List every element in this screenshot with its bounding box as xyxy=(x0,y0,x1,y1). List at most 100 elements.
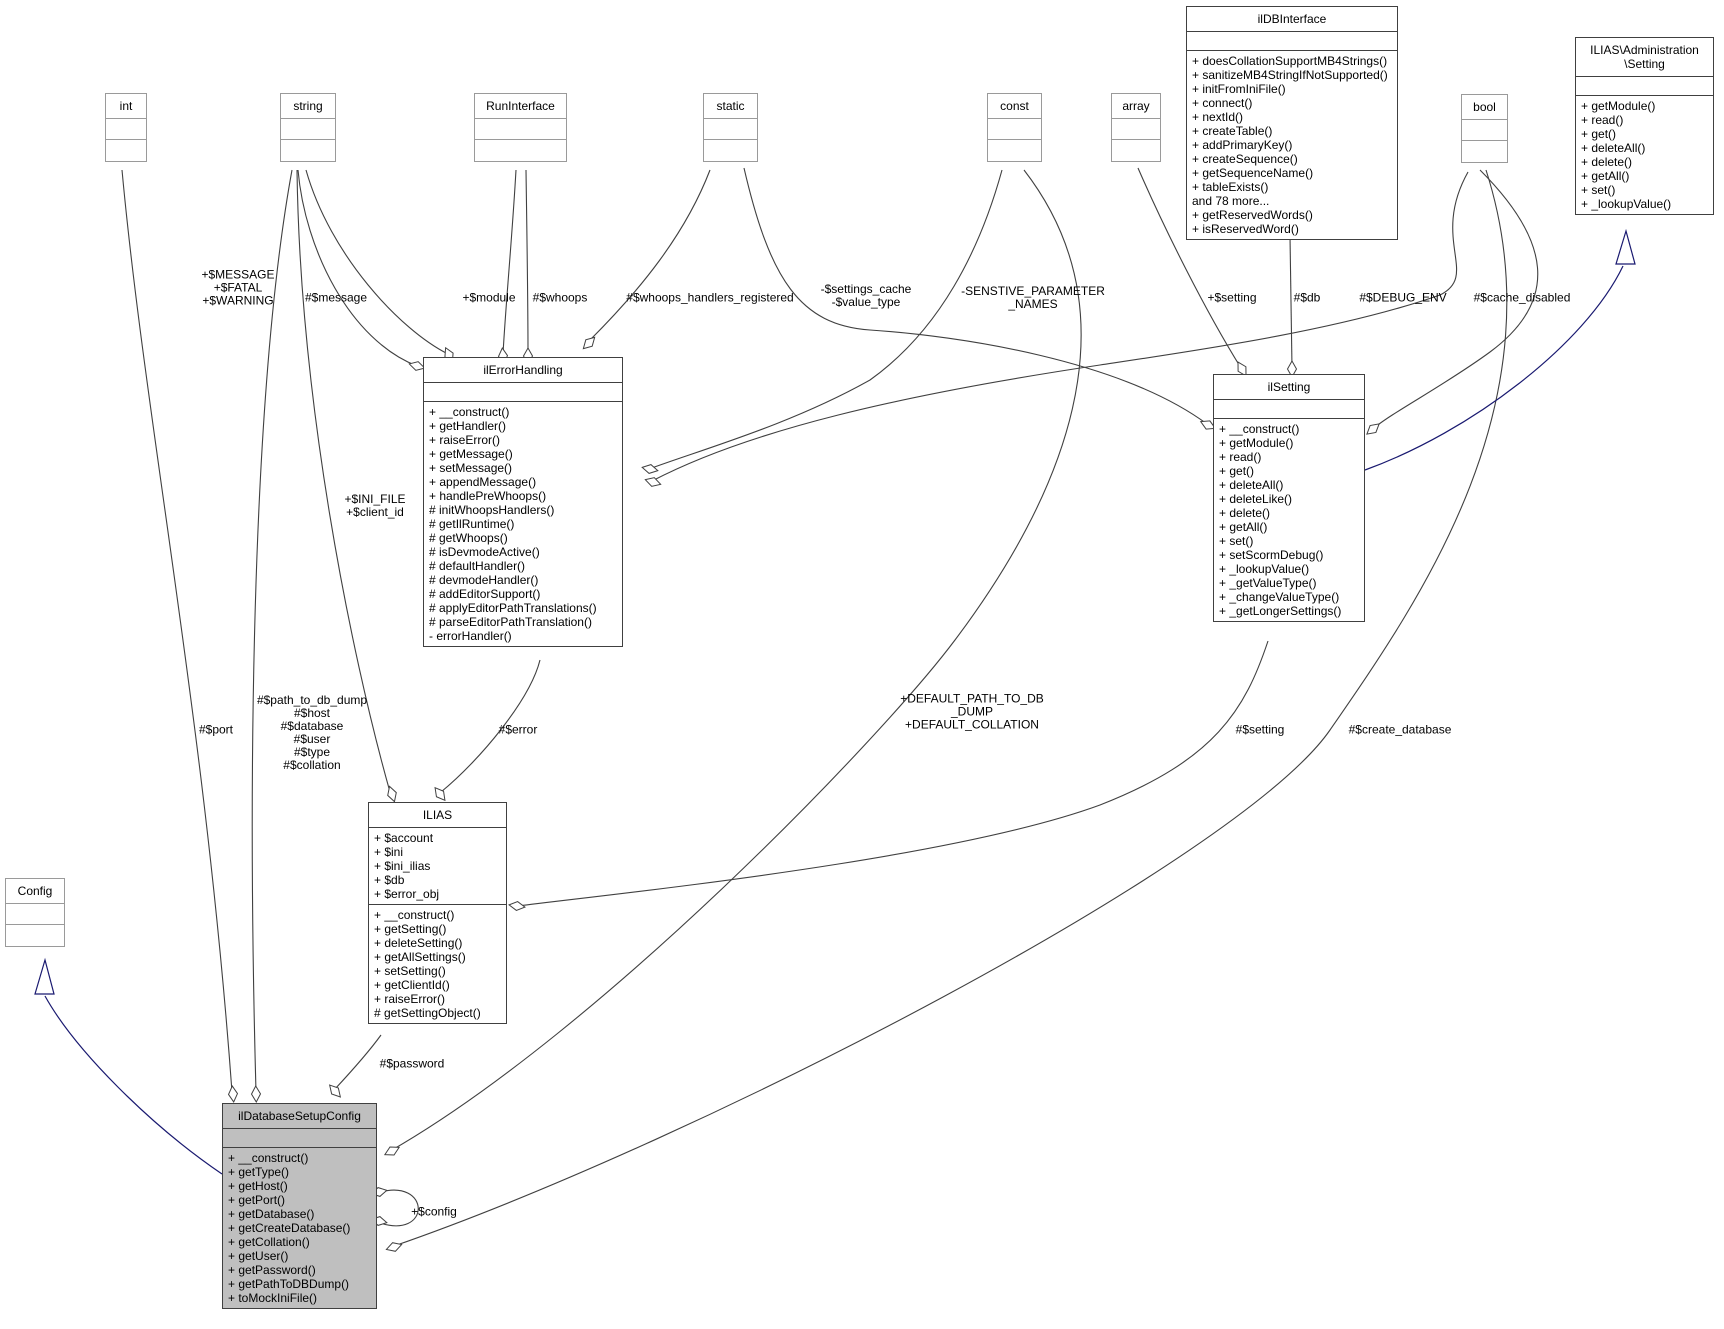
aggregation-diamond xyxy=(582,336,596,350)
member: + raiseError() xyxy=(374,992,446,1006)
edge-settings-cache xyxy=(743,167,1208,425)
class-ilsetting[interactable]: ilSetting + __construct()+ getModule()+ … xyxy=(1213,374,1365,622)
member: + getAllSettings() xyxy=(374,950,466,964)
attributes-compartment xyxy=(1462,120,1507,141)
class-runinterface[interactable]: RunInterface xyxy=(474,93,567,162)
member: + getCreateDatabase() xyxy=(228,1221,351,1235)
member: + createTable() xyxy=(1192,124,1273,138)
member: # isDevmodeActive() xyxy=(429,545,540,559)
class-title: bool xyxy=(1462,95,1507,120)
edge-label-db-strings: #$path_to_db_dump #$host #$database #$us… xyxy=(256,693,368,772)
edge-label-db: #$db xyxy=(1293,290,1321,305)
aggregation-diamond xyxy=(250,1084,262,1104)
class-array[interactable]: array xyxy=(1111,93,1161,162)
member: + toMockIniFile() xyxy=(228,1291,318,1305)
member: + getSetting() xyxy=(374,922,447,936)
member: + getHandler() xyxy=(429,419,507,433)
member: # addEditorSupport() xyxy=(429,587,541,601)
aggregation-diamond xyxy=(1366,423,1380,435)
attributes-compartment xyxy=(1112,119,1160,140)
methods-compartment: + __construct()+ getModule()+ read()+ ge… xyxy=(1214,419,1364,621)
class-ildatabasesetupconfig[interactable]: ilDatabaseSetupConfig + __construct()+ g… xyxy=(222,1103,377,1309)
edge-create-database xyxy=(393,169,1508,1247)
member: + sanitizeMB4StringIfNotSupported() xyxy=(1192,68,1388,82)
attributes-compartment xyxy=(106,119,146,140)
edge-error xyxy=(440,659,541,793)
member: + __construct() xyxy=(1219,422,1300,436)
member: # getWhoops() xyxy=(429,531,508,545)
edge-label-message-constants: +$MESSAGE +$FATAL +$WARNING xyxy=(201,267,275,308)
member: + getCollation() xyxy=(228,1235,310,1249)
edge-label-port: #$port xyxy=(198,722,234,737)
member: + setSetting() xyxy=(374,964,446,978)
edge-label-debug-env: #$DEBUG_ENV xyxy=(1359,290,1447,305)
class-title: ILIAS xyxy=(369,803,506,828)
member: + $db xyxy=(374,873,405,887)
member: + delete() xyxy=(1581,155,1633,169)
methods-compartment xyxy=(1112,140,1160,161)
member: + __construct() xyxy=(374,908,455,922)
member: - errorHandler() xyxy=(429,629,512,643)
member: + raiseError() xyxy=(429,433,501,447)
edge-label-create-database: #$create_database xyxy=(1348,722,1452,737)
member: # getSettingObject() xyxy=(374,1006,481,1020)
methods-compartment: + doesCollationSupportMB4Strings()+ sani… xyxy=(1187,51,1397,239)
member: + getPort() xyxy=(228,1193,286,1207)
edge-port xyxy=(121,169,233,1093)
member: + createSequence() xyxy=(1192,152,1298,166)
edge-label-default-consts: +DEFAULT_PATH_TO_DB _DUMP +DEFAULT_COLLA… xyxy=(900,691,1044,732)
methods-compartment: + getModule()+ read()+ get()+ deleteAll(… xyxy=(1576,96,1713,214)
edge-label-whoops: #$whoops xyxy=(532,290,588,305)
attributes-compartment xyxy=(6,904,64,925)
member: + connect() xyxy=(1192,96,1253,110)
methods-compartment xyxy=(6,925,64,946)
class-bool[interactable]: bool xyxy=(1461,94,1508,163)
edge-password xyxy=(334,1034,382,1090)
class-ilerrorhandling[interactable]: ilErrorHandling + __construct()+ getHand… xyxy=(423,357,623,647)
member: + deleteAll() xyxy=(1581,141,1646,155)
methods-compartment xyxy=(281,140,335,161)
aggregation-diamond xyxy=(644,477,662,487)
member: and 78 more... xyxy=(1192,194,1270,208)
member: + _lookupValue() xyxy=(1581,197,1672,211)
member: + _getLongerSettings() xyxy=(1219,604,1342,618)
class-title: const xyxy=(988,94,1041,119)
edge-label-setting-bottom: #$setting xyxy=(1235,722,1285,737)
member: + get() xyxy=(1219,464,1255,478)
edge-label-settings-cache: -$settings_cache -$value_type xyxy=(820,282,912,309)
aggregation-diamond xyxy=(641,464,659,474)
member: + _lookupValue() xyxy=(1219,562,1310,576)
class-config[interactable]: Config xyxy=(5,878,65,947)
class-ilias-administration-setting[interactable]: ILIAS\Administration \Setting + getModul… xyxy=(1575,37,1714,215)
edge-message xyxy=(305,169,449,355)
attributes-compartment xyxy=(988,119,1041,140)
class-string[interactable]: string xyxy=(280,93,336,162)
member: + getPassword() xyxy=(228,1263,316,1277)
class-ildbinterface[interactable]: ilDBInterface + doesCollationSupportMB4S… xyxy=(1186,6,1398,240)
member: # parseEditorPathTranslation() xyxy=(429,615,592,629)
generalization-arrow xyxy=(34,957,55,995)
methods-compartment xyxy=(475,140,566,161)
class-title: ilDBInterface xyxy=(1187,7,1397,32)
edge-label-ini-file: +$INI_FILE +$client_id xyxy=(344,492,406,519)
member: + handlePreWhoops() xyxy=(429,489,547,503)
member: + doesCollationSupportMB4Strings() xyxy=(1192,54,1388,68)
member: + deleteSetting() xyxy=(374,936,463,950)
aggregation-diamond xyxy=(434,786,446,802)
member: + delete() xyxy=(1219,506,1271,520)
aggregation-diamond xyxy=(385,1242,403,1252)
class-title: static xyxy=(704,94,757,119)
edge-default-consts xyxy=(391,169,1082,1151)
class-int[interactable]: int xyxy=(105,93,147,162)
attributes-compartment xyxy=(704,119,757,140)
edge-label-config: +$config xyxy=(411,1204,457,1219)
class-const[interactable]: const xyxy=(987,93,1042,162)
edge-cache-disabled xyxy=(1373,169,1539,429)
member: + set() xyxy=(1219,534,1254,548)
member: + $account xyxy=(374,831,434,845)
methods-compartment xyxy=(704,140,757,161)
edge-setting-ilias xyxy=(517,640,1269,907)
member: + getSequenceName() xyxy=(1192,166,1314,180)
class-static[interactable]: static xyxy=(703,93,758,162)
class-ilias[interactable]: ILIAS + $account+ $ini+ $ini_ilias+ $db+… xyxy=(368,802,507,1024)
